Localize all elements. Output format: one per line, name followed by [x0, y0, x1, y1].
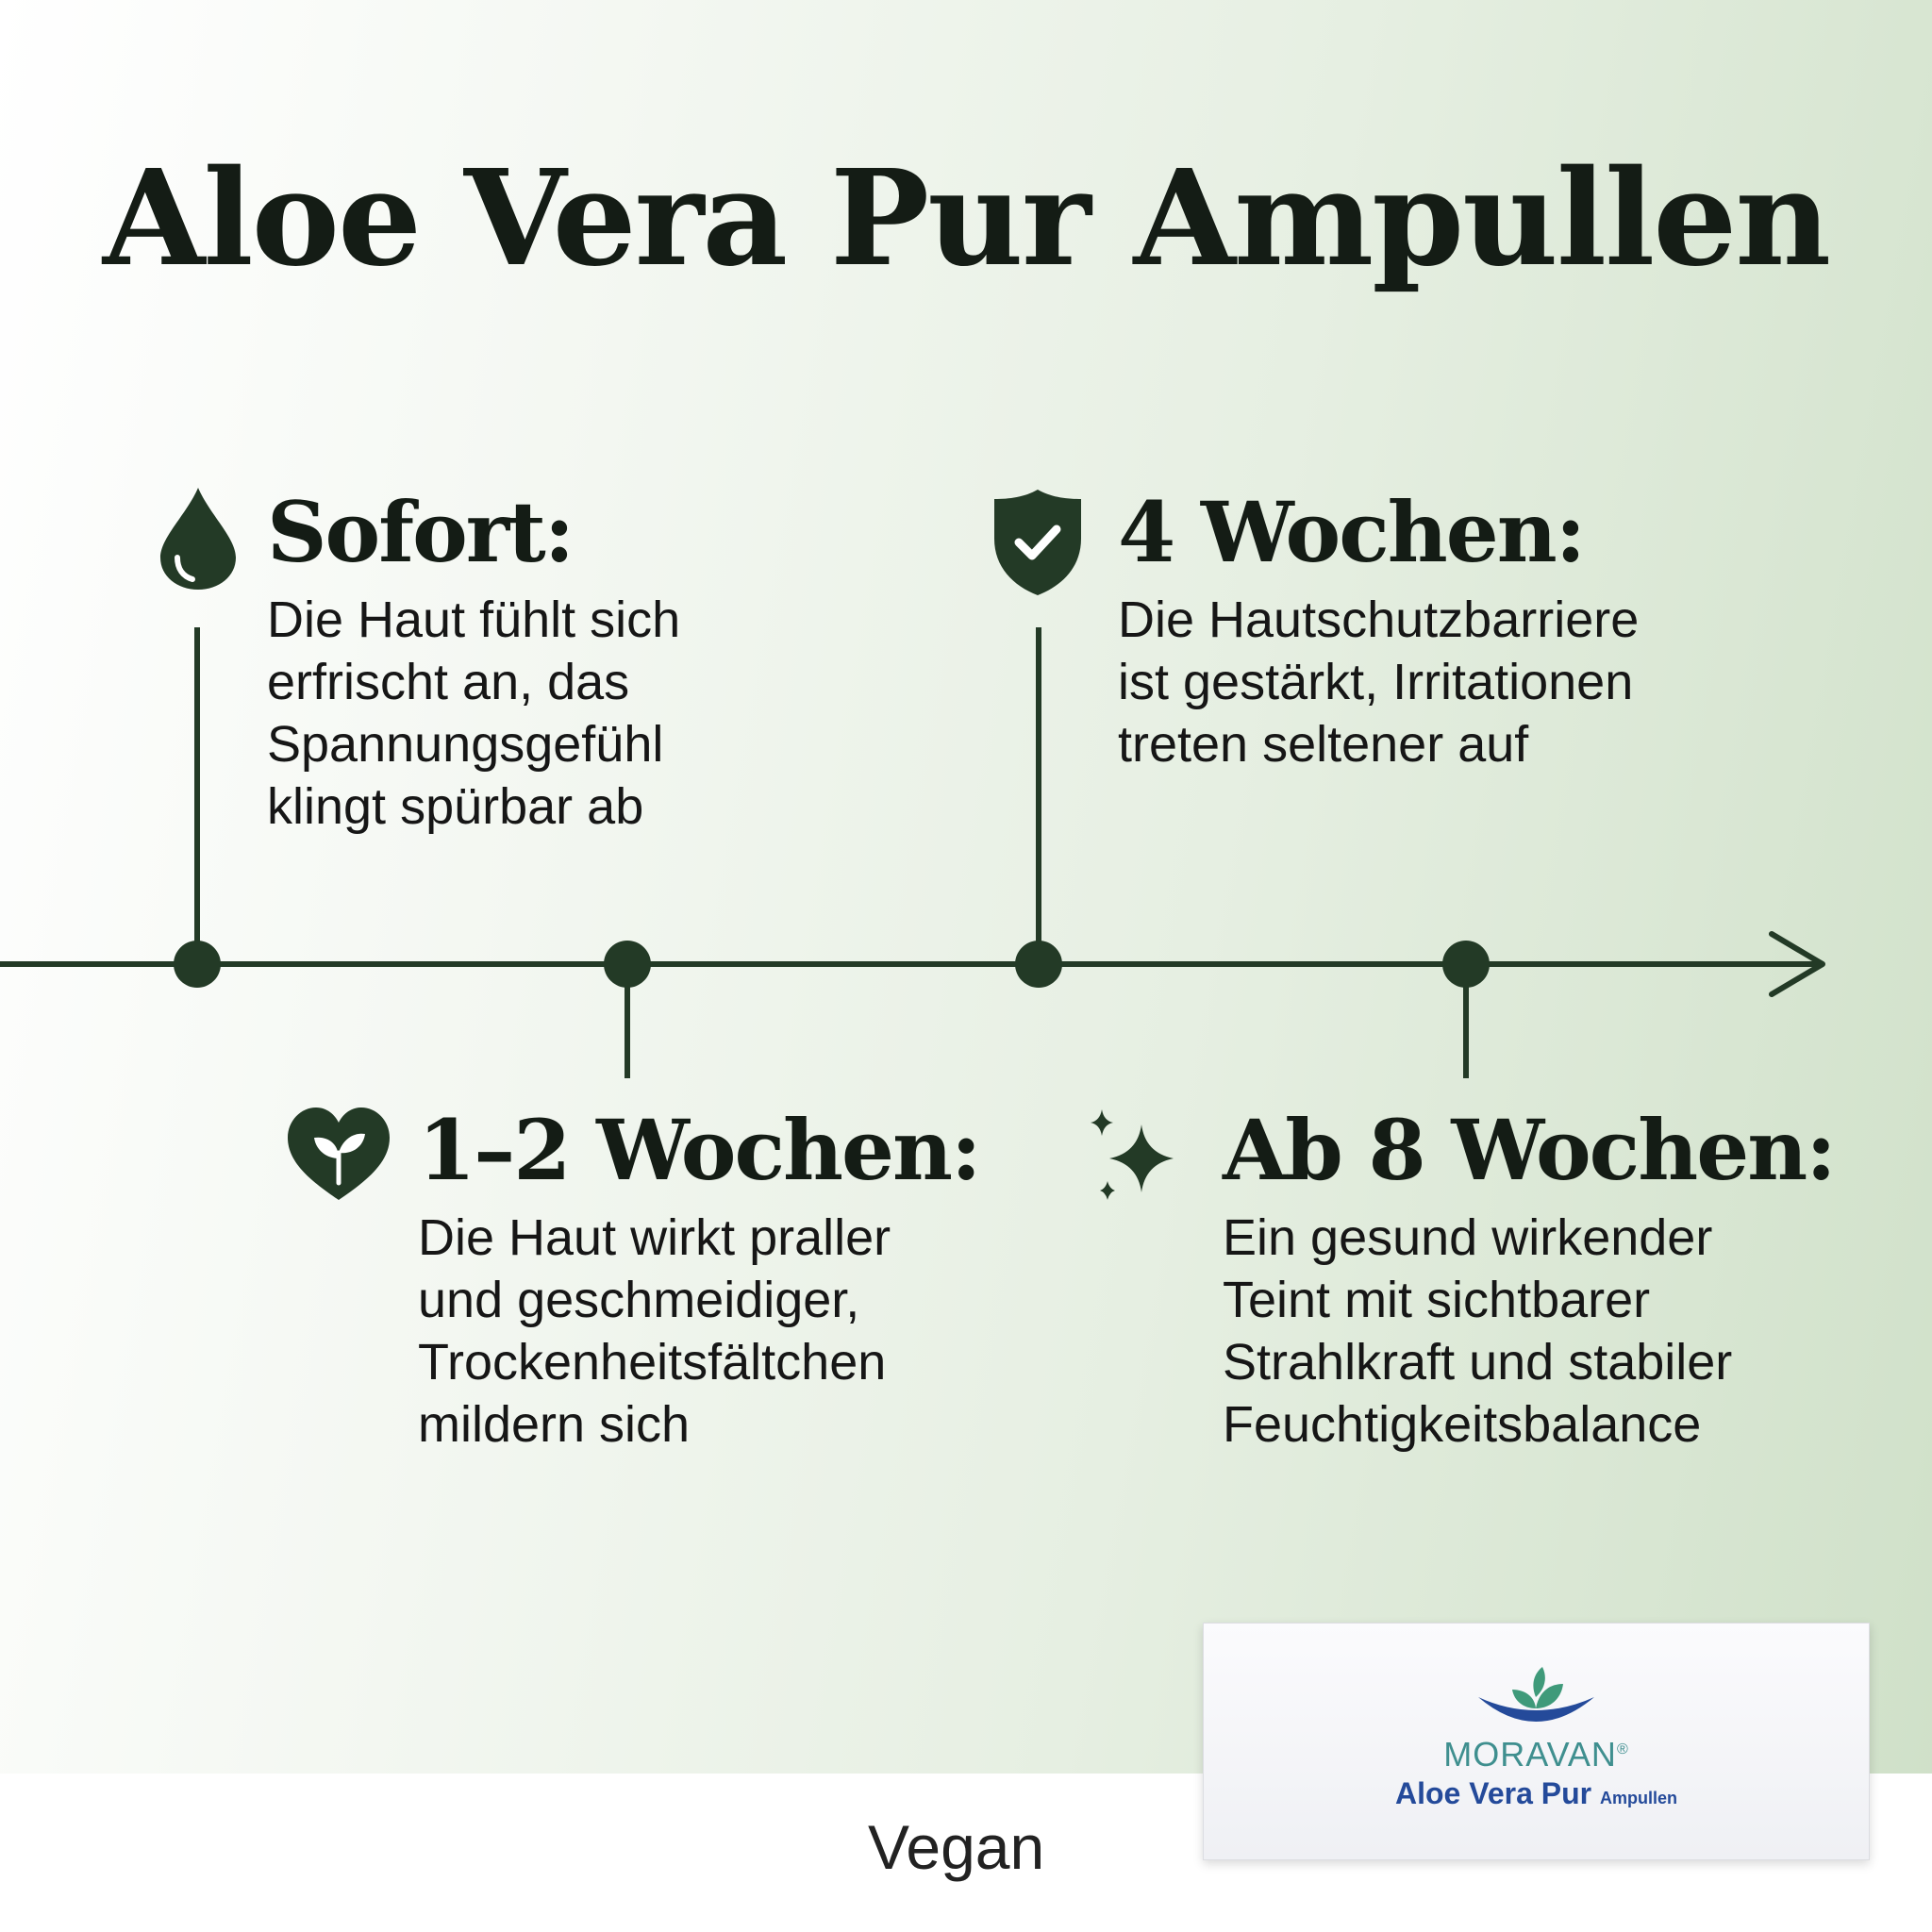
sparkles-icon: [1091, 1109, 1174, 1200]
product-box-image: MORAVAN® Aloe Vera Pur Ampullen: [1203, 1623, 1870, 1860]
milestone-heading: Sofort:: [267, 483, 575, 581]
moravan-logo-icon: [1478, 1667, 1594, 1722]
shield-check-icon: [994, 490, 1081, 595]
brand-name: MORAVAN®: [1443, 1735, 1629, 1774]
milestone-text: Die Hautschutzbarriere ist gestärkt, Irr…: [1118, 591, 1640, 773]
vegan-label: Vegan: [868, 1812, 1045, 1882]
timeline-marker-1-2-wochen: [604, 941, 651, 988]
timeline-marker-sofort: [174, 941, 221, 988]
product-name: Aloe Vera Pur Ampullen: [1395, 1776, 1677, 1810]
milestone-heading: 1–2 Wochen:: [418, 1101, 981, 1199]
water-drop-icon: [160, 488, 236, 590]
milestone-ab-8-wochen: Ab 8 Wochen: Ein gesund wirkender Teint …: [1223, 1101, 1837, 1456]
milestone-1-2-wochen: 1–2 Wochen: Die Haut wirkt praller und g…: [418, 1101, 981, 1456]
heart-leaf-icon: [288, 1108, 390, 1200]
milestone-4-wochen: 4 Wochen: Die Hautschutzbarriere ist ges…: [1118, 491, 1639, 775]
timeline-marker-4-wochen: [1015, 941, 1062, 988]
milestone-heading: 4 Wochen:: [1118, 483, 1586, 581]
milestone-heading: Ab 8 Wochen:: [1223, 1101, 1837, 1199]
milestone-sofort: Sofort: Die Haut fühlt sich erfrischt an…: [267, 491, 680, 838]
milestone-text: Ein gesund wirkender Teint mit sichtbare…: [1223, 1209, 1733, 1453]
timeline-marker-ab-8-wochen: [1442, 941, 1490, 988]
milestone-text: Die Haut wirkt praller und geschmeidiger…: [418, 1209, 891, 1453]
page-title: Aloe Vera Pur Ampullen: [102, 142, 1831, 296]
timeline-arrowhead: [1769, 931, 1825, 997]
milestone-text: Die Haut fühlt sich erfrischt an, das Sp…: [267, 591, 681, 835]
